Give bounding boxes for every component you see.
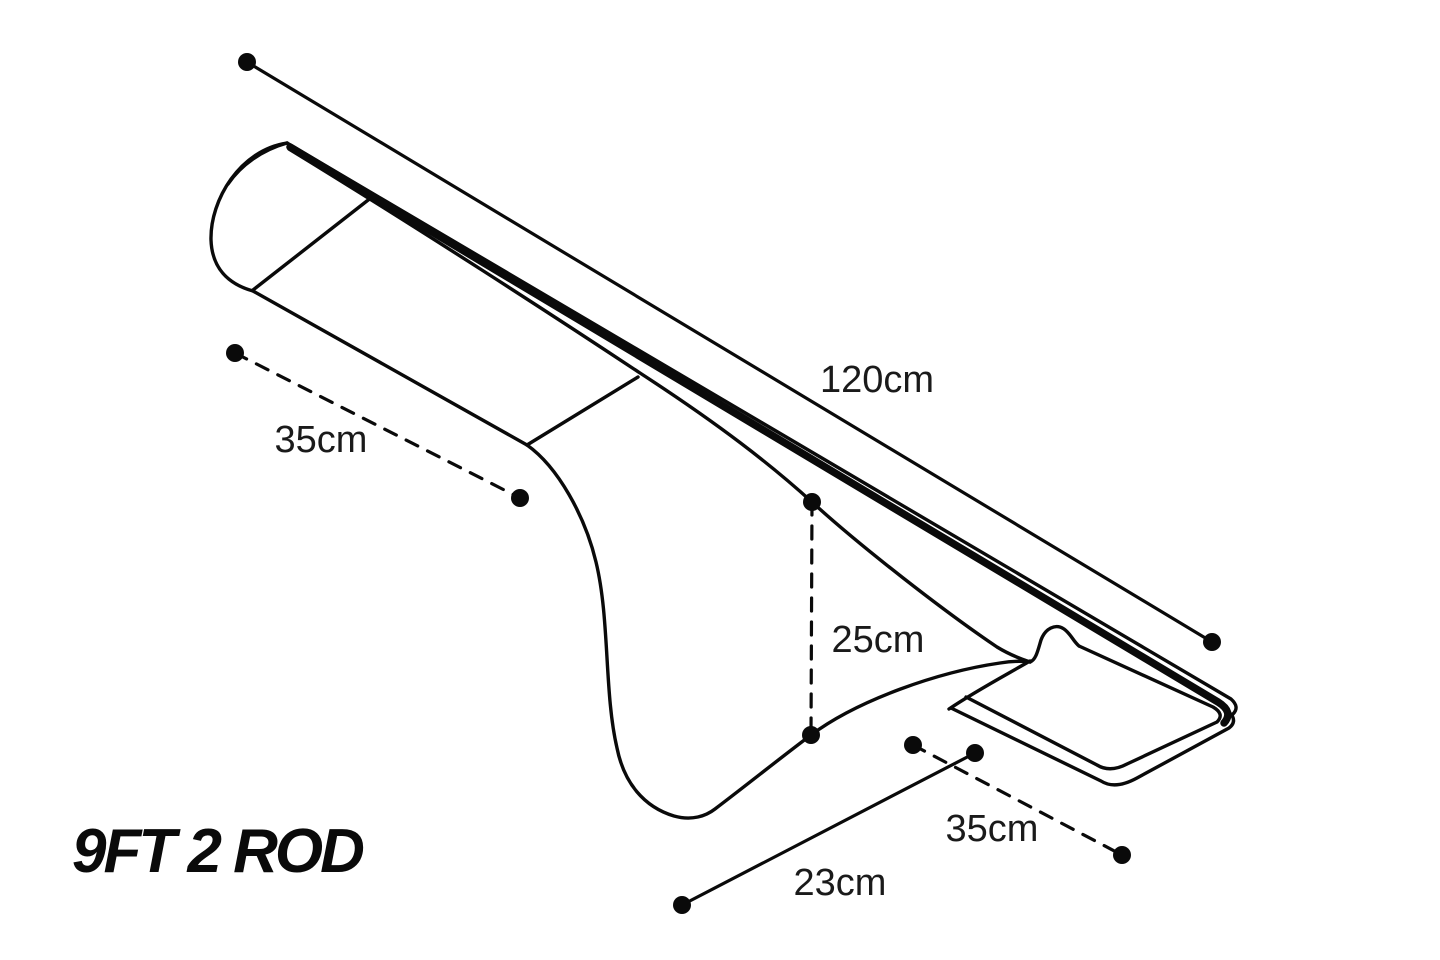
dimension-label-120cm: 120cm [820,359,934,401]
dimension-endpoint-dot [966,744,984,762]
tube-front-top-edge [287,147,1032,664]
dimension-label-25cm: 25cm [832,619,925,661]
dimension-pouch-depth: 25cm [802,493,924,744]
dimension-endpoint-dot [803,493,821,511]
dimension-pocket-width: 23cm [673,744,984,914]
dimension-left-end-width: 35cm [226,344,529,507]
pouch-outline [525,443,1032,820]
end-cap-silhouette [209,141,289,293]
bag-outline [209,141,1238,820]
flap-outer-edge [949,706,1236,787]
tube-bottom-edge [251,289,529,447]
dimension-label-35cm-left: 35cm [275,419,368,461]
fabric-fold-hump [1028,624,1081,664]
zipper-line [286,143,1232,727]
dimension-endpoint-dot [226,344,244,362]
mid-seam [525,375,640,447]
dimension-line-23cm [680,751,977,907]
dimension-line-120cm [245,60,1214,644]
dimension-endpoint-dot [511,489,529,507]
end-cap-seam [251,195,374,292]
dimension-endpoint-dot [238,53,256,71]
dimension-endpoint-dot [1113,846,1131,864]
end-cap-crease [226,141,289,186]
dimension-endpoint-dot [904,736,922,754]
dimension-label-35cm-right: 35cm [946,808,1039,850]
dimension-overall-length: 120cm [238,53,1221,651]
dimension-flap-width: 35cm [904,736,1131,864]
dimension-line-25cm [809,500,814,737]
dimension-line-35cm-right [911,743,1124,857]
dimension-endpoint-dot [673,896,691,914]
dimension-endpoint-dot [1203,633,1221,651]
product-title: 9FT 2 ROD [72,817,365,886]
flap-inner-edge [964,644,1222,771]
dimension-line-35cm-left [233,351,522,500]
tube-top-edge [285,141,1238,716]
dimension-label-23cm: 23cm [794,862,887,904]
dimension-endpoint-dot [802,726,820,744]
flap-left-crease [947,659,1032,711]
